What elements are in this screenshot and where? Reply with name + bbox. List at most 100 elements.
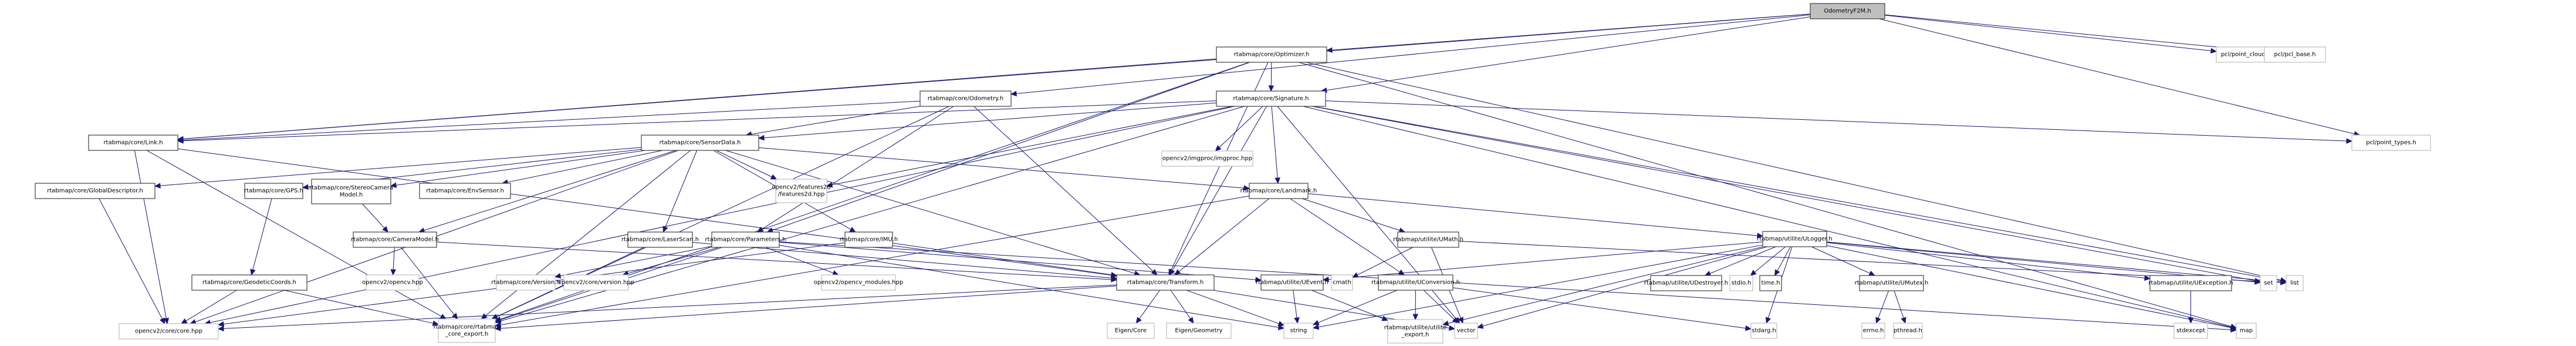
arrowhead-icon xyxy=(1312,324,1320,330)
edge-line xyxy=(1170,290,1191,319)
edge-line xyxy=(1172,106,1267,271)
edge-transform-to-eigen_core xyxy=(1135,290,1161,324)
edge-stereocam-to-cameramodel xyxy=(362,203,389,233)
edge-line xyxy=(765,247,834,274)
node-box xyxy=(35,183,155,199)
edge-signature-to-core_export xyxy=(494,106,1245,324)
node-label: opencv2/imgproc/imgproc.hpp xyxy=(1162,156,1252,162)
node-label: rtabmap/core/Version.h xyxy=(491,280,560,286)
arrowhead-icon xyxy=(758,135,765,141)
node-label: Eigen/Geometry xyxy=(1175,328,1222,334)
arrowhead-icon xyxy=(1322,276,1329,283)
edge-line xyxy=(1016,14,1811,94)
arrowhead-icon xyxy=(1398,269,1405,276)
node-box xyxy=(1454,323,1478,339)
node-label: pcl/pcl_base.h xyxy=(2274,52,2316,58)
edge-line xyxy=(252,198,272,270)
edge-line xyxy=(1301,198,1400,231)
node-box xyxy=(844,231,893,248)
edge-uevent-to-string xyxy=(1293,290,1300,324)
node-label: rtabmap/utilite/UMutex.h xyxy=(1855,280,1929,287)
node-optimizer[interactable]: rtabmap/core/Optimizer.h xyxy=(1216,46,1327,63)
edge-line xyxy=(1303,106,2232,328)
node-string: string xyxy=(1283,323,1314,339)
edge-line xyxy=(485,150,691,316)
arrowhead-icon xyxy=(2254,279,2261,285)
edge-line xyxy=(1826,245,2232,328)
edge-ulogger-to-map xyxy=(1826,245,2237,331)
node-list: list xyxy=(2286,275,2304,291)
node-box xyxy=(2351,135,2431,151)
node-umath[interactable]: rtabmap/utilite/UMath.h xyxy=(1393,231,1463,248)
edge-signature-to-vector xyxy=(1277,106,1461,324)
node-signature[interactable]: rtabmap/core/Signature.h xyxy=(1216,90,1326,107)
node-box xyxy=(366,274,420,291)
node-umutex[interactable]: rtabmap/utilite/UMutex.h xyxy=(1855,275,1929,291)
node-odometry[interactable]: rtabmap/core/Odometry.h xyxy=(919,90,1012,107)
node-box xyxy=(1729,275,1753,291)
node-udestroyer[interactable]: rtabmap/utilite/UDestroyer.h xyxy=(1644,275,1728,291)
arrowhead-icon xyxy=(217,325,224,332)
node-label: vector xyxy=(1457,328,1476,334)
node-box xyxy=(1387,319,1443,344)
node-box xyxy=(1283,323,1314,339)
node-uevent[interactable]: rtabmap/utilite/UEvent.h xyxy=(1256,274,1328,291)
arrowhead-icon xyxy=(302,184,309,190)
arrowhead-icon xyxy=(217,321,225,327)
node-root[interactable]: OdometryF2M.h xyxy=(1810,3,1885,19)
arrowhead-icon xyxy=(1901,317,1906,324)
edge-parameters-to-string xyxy=(779,244,1285,331)
arrowhead-icon xyxy=(1110,271,1118,278)
node-ulogger[interactable]: rtabmap/utilite/ULogger.h xyxy=(1757,231,1833,247)
node-box xyxy=(2236,323,2257,339)
node-cameramodel[interactable]: rtabmap/core/CameraModel.h xyxy=(351,231,439,248)
node-label: rtabmap/core/LaserScan.h xyxy=(621,237,699,243)
arrowhead-icon xyxy=(1765,317,1771,324)
edge-cameramodel-to-opencv_hpp xyxy=(390,247,396,276)
node-imu[interactable]: rtabmap/core/IMU.h xyxy=(840,231,898,248)
node-uconversion[interactable]: rtabmap/utilite/UConversion.h xyxy=(1371,274,1460,291)
edge-line xyxy=(762,106,954,230)
node-landmark[interactable]: rtabmap/core/Landmark.h xyxy=(1240,183,1317,199)
node-eigen-core: Eigen/Core xyxy=(1107,323,1155,339)
arrowhead-icon xyxy=(1448,325,1456,331)
arrowhead-icon xyxy=(2346,138,2353,144)
edge-uconversion-to-stdarg xyxy=(1452,287,1752,331)
edge-line xyxy=(1328,241,1763,280)
edge-line xyxy=(1357,247,1414,276)
arrowhead-icon xyxy=(1268,85,1275,92)
node-label: pcl/point_types.h xyxy=(2366,140,2416,146)
edge-line xyxy=(99,198,163,320)
node-pcl-base: pcl/pcl_base.h xyxy=(2264,46,2326,63)
node-laserscan[interactable]: rtabmap/core/LaserScan.h xyxy=(621,231,699,248)
node-globaldesc[interactable]: rtabmap/core/GlobalDescriptor.h xyxy=(35,183,155,199)
node-sensordata[interactable]: rtabmap/core/SensorData.h xyxy=(641,135,759,151)
arrowhead-icon xyxy=(1294,317,1300,324)
edge-line xyxy=(209,106,1235,323)
node-parameters[interactable]: rtabmap/core/Parameters.h xyxy=(705,231,786,248)
node-geodetic[interactable]: rtabmap/core/GeodeticCoords.h xyxy=(191,274,307,291)
arrowhead-icon xyxy=(1476,323,1484,329)
node-transform[interactable]: rtabmap/core/Transform.h xyxy=(1116,274,1215,291)
node-opencv-hpp: opencv2/opencv.hpp xyxy=(362,274,423,291)
edge-line xyxy=(1313,106,2281,281)
node-envsensor[interactable]: rtabmap/core/EnvSensor.h xyxy=(419,183,511,199)
edge-line xyxy=(1178,198,1270,272)
node-box xyxy=(1260,274,1324,291)
arrowhead-icon xyxy=(177,137,184,144)
edge-line xyxy=(134,150,167,319)
edge-line xyxy=(1325,100,2347,142)
node-uexception[interactable]: rtabmap/utilite/UException.h xyxy=(2148,275,2233,291)
edge-line xyxy=(1307,193,1758,236)
node-time-h[interactable]: time.h xyxy=(1759,275,1782,291)
node-gps[interactable]: rtabmap/core/GPS.h xyxy=(244,183,303,199)
node-link[interactable]: rtabmap/core/Link.h xyxy=(88,135,178,151)
arrowhead-icon xyxy=(494,317,502,323)
node-label: stdarg.h xyxy=(1752,328,1776,334)
arrowhead-icon xyxy=(494,325,501,331)
edge-parameters-to-cv_modules xyxy=(765,247,839,276)
edge-sensordata-to-stereocam xyxy=(390,150,645,188)
node-box xyxy=(1216,90,1326,107)
edge-line xyxy=(1754,246,1786,273)
